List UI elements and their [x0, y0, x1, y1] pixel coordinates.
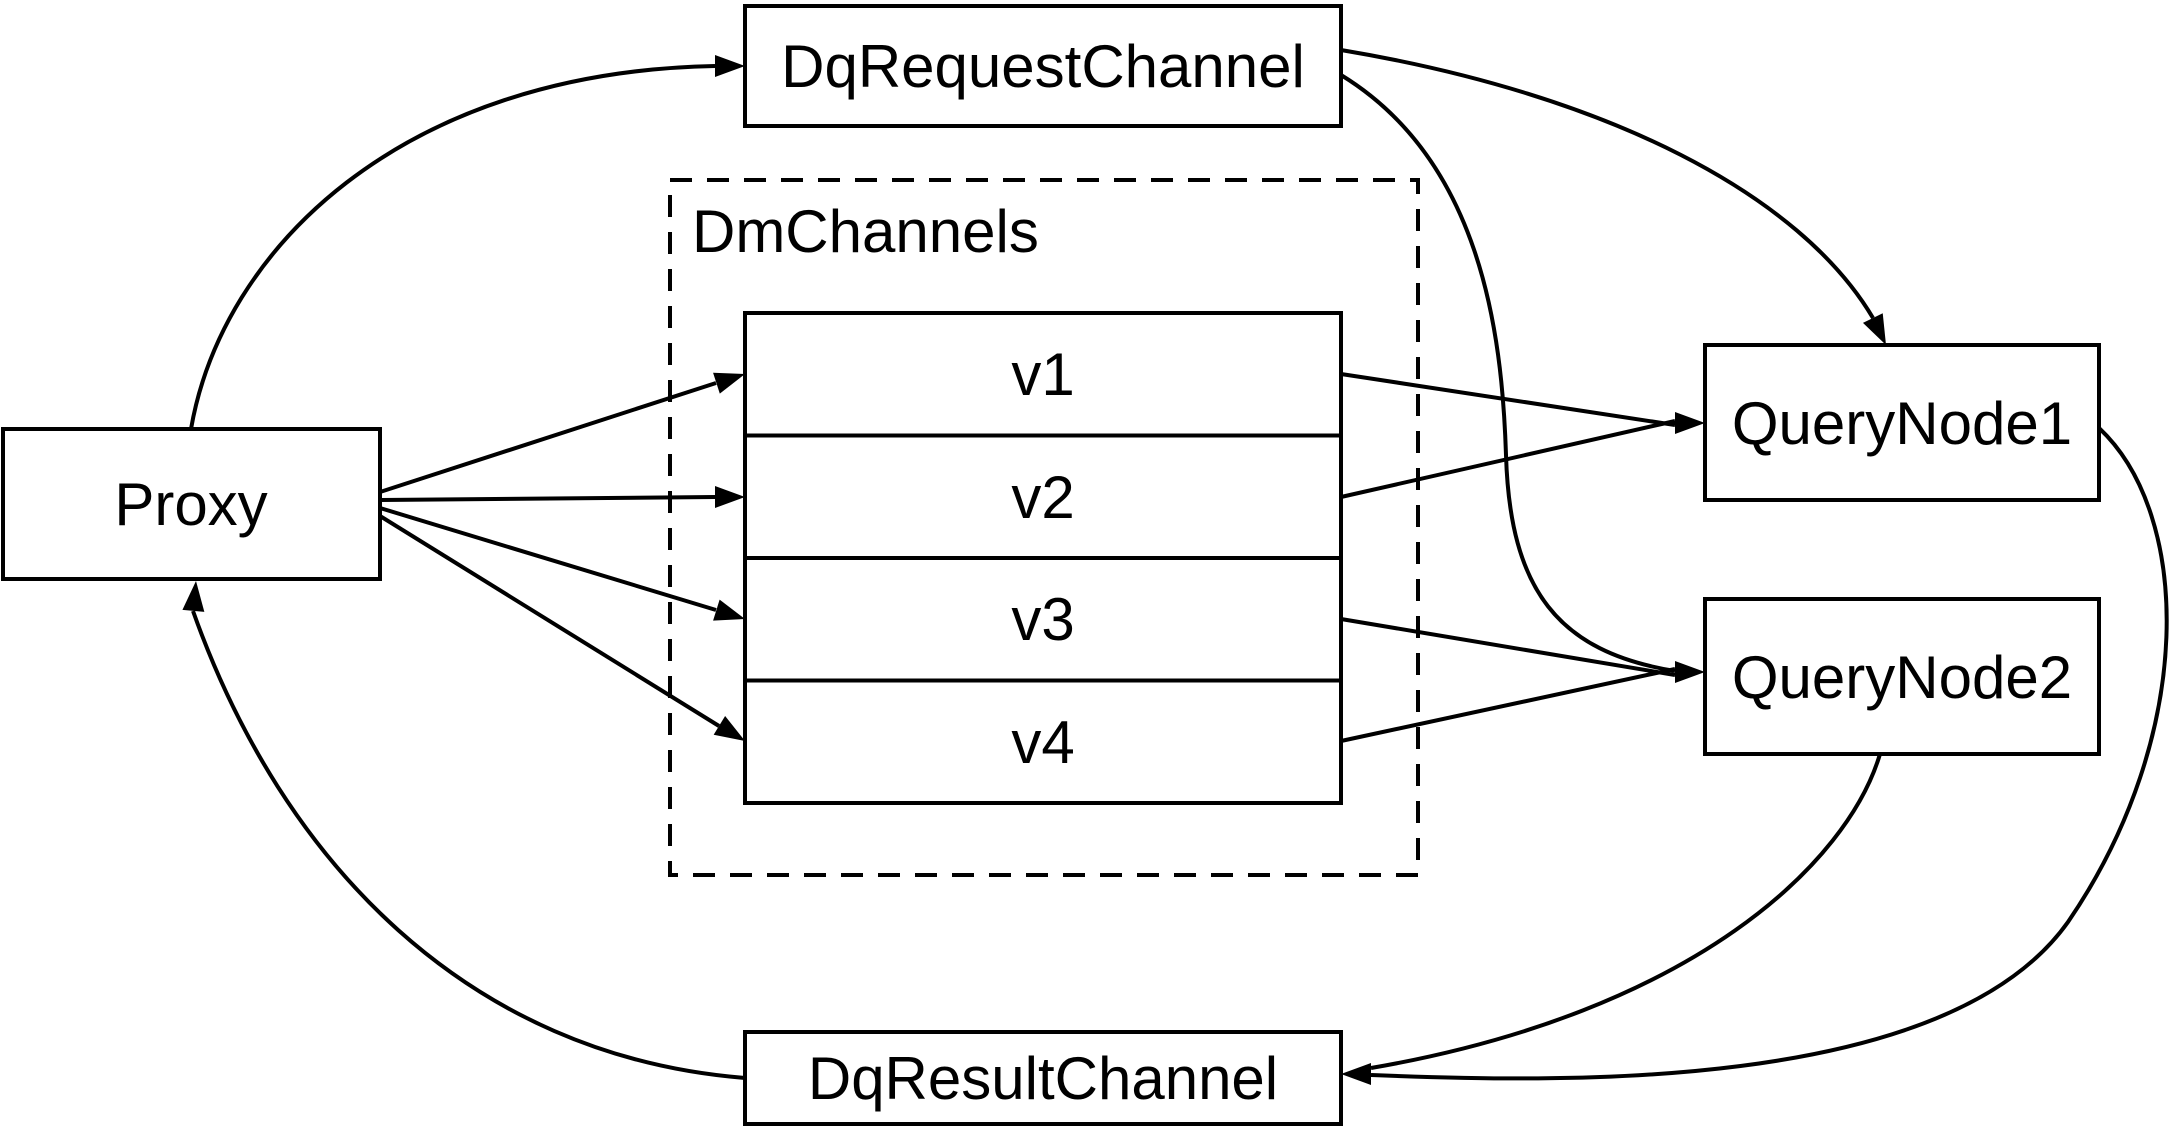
edge-group	[189, 48, 2169, 1081]
v3-label: v3	[1011, 586, 1074, 653]
node-proxy: Proxy	[1, 427, 382, 581]
arrowhead-into-v1	[713, 372, 745, 394]
edge-v3-to-querynode2	[1340, 617, 1676, 677]
query-node2-label: QueryNode2	[1732, 644, 2072, 711]
edge-dqrequestchannel-to-querynode2	[1339, 73, 1676, 673]
dq-request-channel-label: DqRequestChannel	[781, 33, 1305, 100]
dq-result-channel-box	[743, 1030, 1343, 1126]
edge-querynode2-to-dqresultchannel	[1370, 753, 1882, 1070]
dq-result-channel-label: DqResultChannel	[808, 1045, 1278, 1112]
node-dq-result-channel: DqResultChannel	[743, 1030, 1343, 1126]
v2-label: v2	[1011, 464, 1074, 531]
arrowhead-into-proxy-bottom	[182, 581, 205, 612]
query-node1-label: QueryNode1	[1732, 390, 2072, 457]
v1-label: v1	[1011, 341, 1074, 408]
query-node2-box	[1703, 597, 2101, 756]
edge-proxy-to-v4	[378, 514, 721, 728]
arrowhead-into-dqrequestchannel	[715, 55, 745, 77]
edge-v2-to-querynode1	[1340, 419, 1676, 499]
arrowhead-into-querynode1-left	[1675, 412, 1705, 434]
arrowhead-into-v4	[713, 715, 745, 741]
edge-proxy-to-dqrequestchannel	[189, 64, 716, 430]
arrowhead-into-dqresultchannel	[1341, 1063, 1371, 1085]
arrowhead-group	[182, 55, 1886, 1085]
edge-proxy-to-v2	[379, 495, 716, 502]
edge-querynode1-to-dqresultchannel	[1370, 426, 2169, 1081]
v4-label: v4	[1011, 709, 1074, 776]
proxy-label: Proxy	[114, 471, 267, 538]
node-query-node2: QueryNode2	[1703, 597, 2101, 756]
arrowhead-into-querynode1-top	[1862, 313, 1886, 345]
arrowhead-into-v3	[713, 599, 745, 621]
node-dm-channels-container: DmChannels	[668, 178, 1420, 877]
dm-channels-box	[668, 178, 1420, 877]
arrowhead-into-v2	[715, 486, 745, 508]
edge-dqrequestchannel-to-querynode1	[1340, 48, 1875, 320]
query-node1-box	[1703, 343, 2101, 502]
edge-dqresultchannel-to-proxy	[191, 610, 746, 1080]
edge-v1-to-querynode1	[1340, 372, 1676, 427]
node-v-stack: v1 v2 v3 v4	[743, 311, 1343, 805]
edge-proxy-to-v3	[379, 506, 717, 612]
dm-channels-label: DmChannels	[692, 198, 1039, 265]
proxy-box	[1, 427, 382, 581]
dq-request-channel-box	[743, 4, 1343, 128]
edge-v4-to-querynode2	[1340, 667, 1676, 743]
arrowhead-into-querynode2-left	[1675, 661, 1705, 683]
edge-proxy-to-v1	[379, 381, 717, 494]
node-query-node1: QueryNode1	[1703, 343, 2101, 502]
node-dq-request-channel: DqRequestChannel	[743, 4, 1343, 128]
